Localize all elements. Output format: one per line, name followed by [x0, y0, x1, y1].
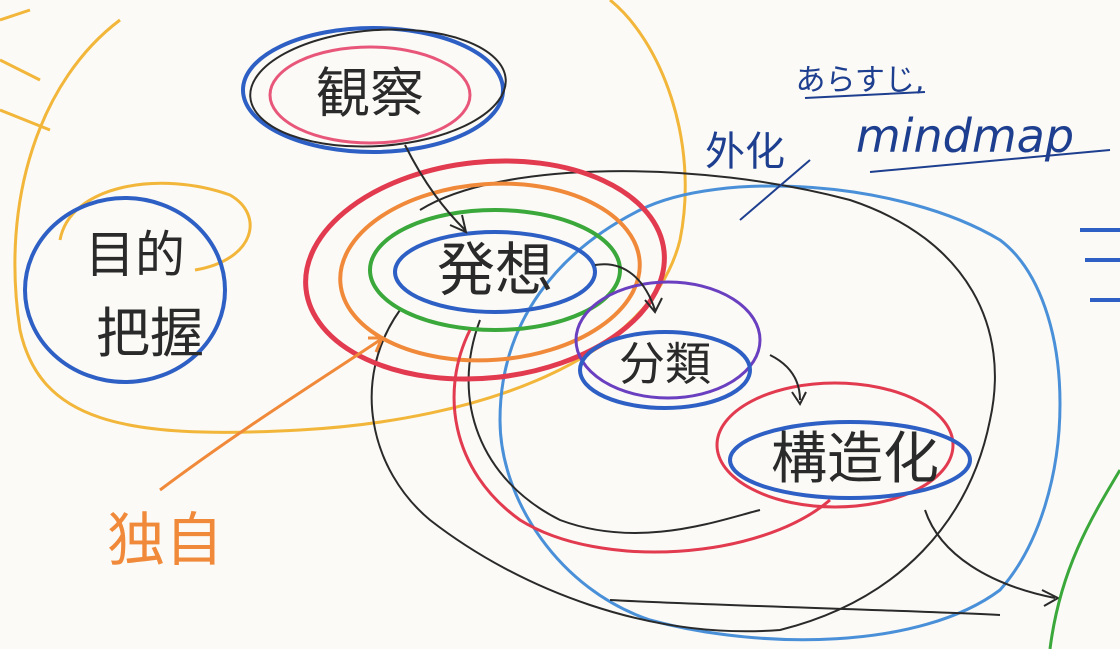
black-inner-loop — [467, 319, 761, 534]
purpose-blue-loop — [23, 196, 227, 384]
ideation-blue-loop — [393, 230, 597, 314]
observation-black-loop — [249, 28, 507, 148]
observation-blue-loop — [241, 26, 505, 154]
yellow-outer-loop — [13, 0, 687, 434]
externalize-slash — [739, 159, 811, 221]
externalize-note: 外化 — [705, 129, 785, 175]
ideation-orange-loop — [338, 181, 642, 363]
arrow-classification-to-structuring — [769, 354, 807, 406]
arrow-ideation-to-classification — [594, 263, 663, 314]
right-edge-blue-mark — [1080, 228, 1120, 302]
arrow-structuring-out — [924, 509, 1061, 607]
synopsis-note: あらすじ, — [796, 63, 925, 98]
arrow-originality — [159, 336, 385, 492]
structuring-label: 構造化 — [771, 427, 939, 492]
ideation-green-loop — [368, 208, 622, 332]
synopsis-underline — [804, 91, 926, 99]
right-edge-green-mark — [1048, 469, 1120, 649]
left-edge-yellow-mark — [0, 8, 51, 132]
classification-label: 分類 — [619, 337, 711, 391]
structuring-red-loop — [715, 381, 955, 509]
classification-blue-loop — [578, 330, 752, 410]
yellow-purpose-loop — [58, 181, 252, 272]
black-big-loop — [370, 170, 996, 633]
originality-label: 独自 — [107, 506, 223, 574]
observation-pink-loop — [268, 45, 472, 145]
arrow-observation-to-ideation — [404, 144, 468, 234]
arrow-bottom-return — [609, 599, 1001, 616]
light-blue-big-loop — [498, 184, 1062, 642]
ideation-red-loop — [303, 158, 667, 382]
structuring-blue-loop — [728, 420, 972, 500]
ideation-label: 発想 — [437, 236, 553, 304]
purpose-label-line2: 把握 — [96, 302, 204, 365]
mindmap-note: mindmap — [856, 109, 1074, 163]
purpose-label-line1: 目的 — [85, 226, 185, 284]
mindmap-underline — [869, 149, 1111, 173]
red-return-loop — [452, 329, 831, 554]
classification-purple-loop — [574, 280, 762, 400]
observation-label: 観察 — [316, 62, 424, 125]
